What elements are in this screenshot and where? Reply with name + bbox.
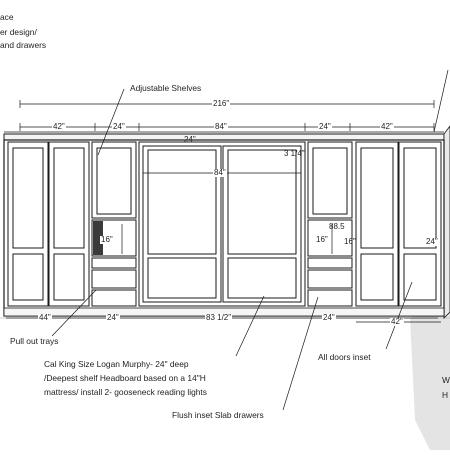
- murphy-right-leaf-panel-bottom: [227, 257, 297, 299]
- right-door-2-panel-top: [403, 147, 437, 249]
- right-door-pair: [355, 141, 442, 307]
- left-door-2-panel-bottom: [53, 253, 85, 301]
- right-tray-1: [307, 257, 353, 269]
- left-tray-2: [91, 269, 137, 289]
- dim-niche-side-right: 16": [344, 237, 356, 246]
- right-door-1: [355, 141, 399, 307]
- dim-bottom-center: 83 1/2": [205, 313, 233, 322]
- right-door-1-panel-bottom: [360, 253, 394, 301]
- left-door-2-panel-top: [53, 147, 85, 249]
- right-side-face: [443, 125, 450, 319]
- dim-top-center-84: 84": [214, 122, 228, 131]
- dim-top-right-42: 42": [380, 122, 394, 131]
- leader-pull-out-trays: [51, 289, 97, 337]
- crown-top: [3, 133, 445, 141]
- left-door-1: [7, 141, 49, 307]
- left-tray-1: [91, 257, 137, 269]
- callout-murphy-line-2: /Deepest shelf Headboard based on a 14"H: [44, 373, 206, 383]
- left-door-1-panel-bottom: [12, 253, 44, 301]
- murphy-right-leaf-panel-top: [227, 149, 297, 255]
- murphy-bed-panel: [138, 141, 306, 307]
- murphy-left-leaf: [142, 145, 222, 303]
- dim-bottom-left-24: 24": [106, 313, 120, 322]
- note-top-line-3: and drawers: [0, 40, 47, 50]
- dim-height-24-right: 24": [425, 237, 439, 246]
- murphy-right-leaf: [222, 145, 302, 303]
- dim-top-right-24: 24": [318, 122, 332, 131]
- dim-niche-right-16: 16": [315, 235, 329, 244]
- leader-flush-drawers: [282, 296, 319, 411]
- dim-offset-3-1-4: 3 1/4": [284, 149, 305, 158]
- left-door-1-panel-top: [12, 147, 44, 249]
- callout-adjustable-shelves: Adjustable Shelves: [130, 83, 202, 93]
- leader-all-doors-inset: [385, 281, 413, 350]
- leader-top-right: [433, 69, 449, 133]
- floor-shadow: [410, 300, 450, 450]
- dim-inner-84: 84": [213, 168, 227, 177]
- dim-overall-216: 216": [212, 99, 231, 108]
- left-upper-door: [91, 141, 137, 219]
- left-door-pair: [7, 141, 90, 307]
- callout-pull-out-trays: Pull out trays: [10, 336, 59, 346]
- dim-bottom-right-42: 42": [390, 317, 404, 326]
- left-door-2: [48, 141, 90, 307]
- callout-right-edge-1: W: [442, 375, 450, 385]
- callout-all-doors-inset: All doors inset: [318, 352, 371, 362]
- right-tray-3: [307, 289, 353, 307]
- note-top-line-2: er design/: [0, 27, 37, 37]
- dim-niche-88-5: 88.5: [329, 222, 345, 231]
- left-tray-3: [91, 289, 137, 307]
- dim-bottom-right-24: 24": [322, 313, 336, 322]
- right-door-1-panel-top: [360, 147, 394, 249]
- left-nightstand-column: [91, 141, 137, 307]
- right-door-2-panel-bottom: [403, 253, 437, 301]
- right-tray-2: [307, 269, 353, 289]
- murphy-left-leaf-panel-bottom: [147, 257, 217, 299]
- right-upper-door: [307, 141, 353, 219]
- cabinet-carcass: [3, 139, 445, 317]
- floor-plane: [0, 318, 450, 450]
- leader-adjustable-shelves: [97, 88, 125, 156]
- left-niche-shadow: [93, 221, 103, 255]
- murphy-frame: [138, 141, 306, 307]
- note-top-line-1: ace: [0, 12, 14, 22]
- dim-top-left-42: 42": [52, 122, 66, 131]
- dim-niche-left-16: 16": [100, 235, 114, 244]
- leader-murphy: [235, 295, 265, 357]
- murphy-left-leaf-panel-top: [147, 149, 217, 255]
- dim-depth-24: 24": [184, 135, 196, 144]
- right-upper-door-panel: [312, 147, 348, 215]
- dim-bottom-left-44: 44": [38, 313, 52, 322]
- dim-top-left-24: 24": [112, 122, 126, 131]
- callout-flush-drawers: Flush inset Slab drawers: [172, 410, 264, 420]
- dimension-lines: [6, 100, 442, 323]
- callout-murphy-line-3: mattress/ install 2- gooseneck reading l…: [44, 387, 207, 397]
- leader-lines: [51, 69, 449, 411]
- callout-right-edge-2: H: [442, 390, 449, 400]
- callout-murphy-line-1: Cal King Size Logan Murphy- 24" deep: [44, 359, 189, 369]
- left-upper-door-panel: [96, 147, 132, 215]
- right-door-2: [398, 141, 442, 307]
